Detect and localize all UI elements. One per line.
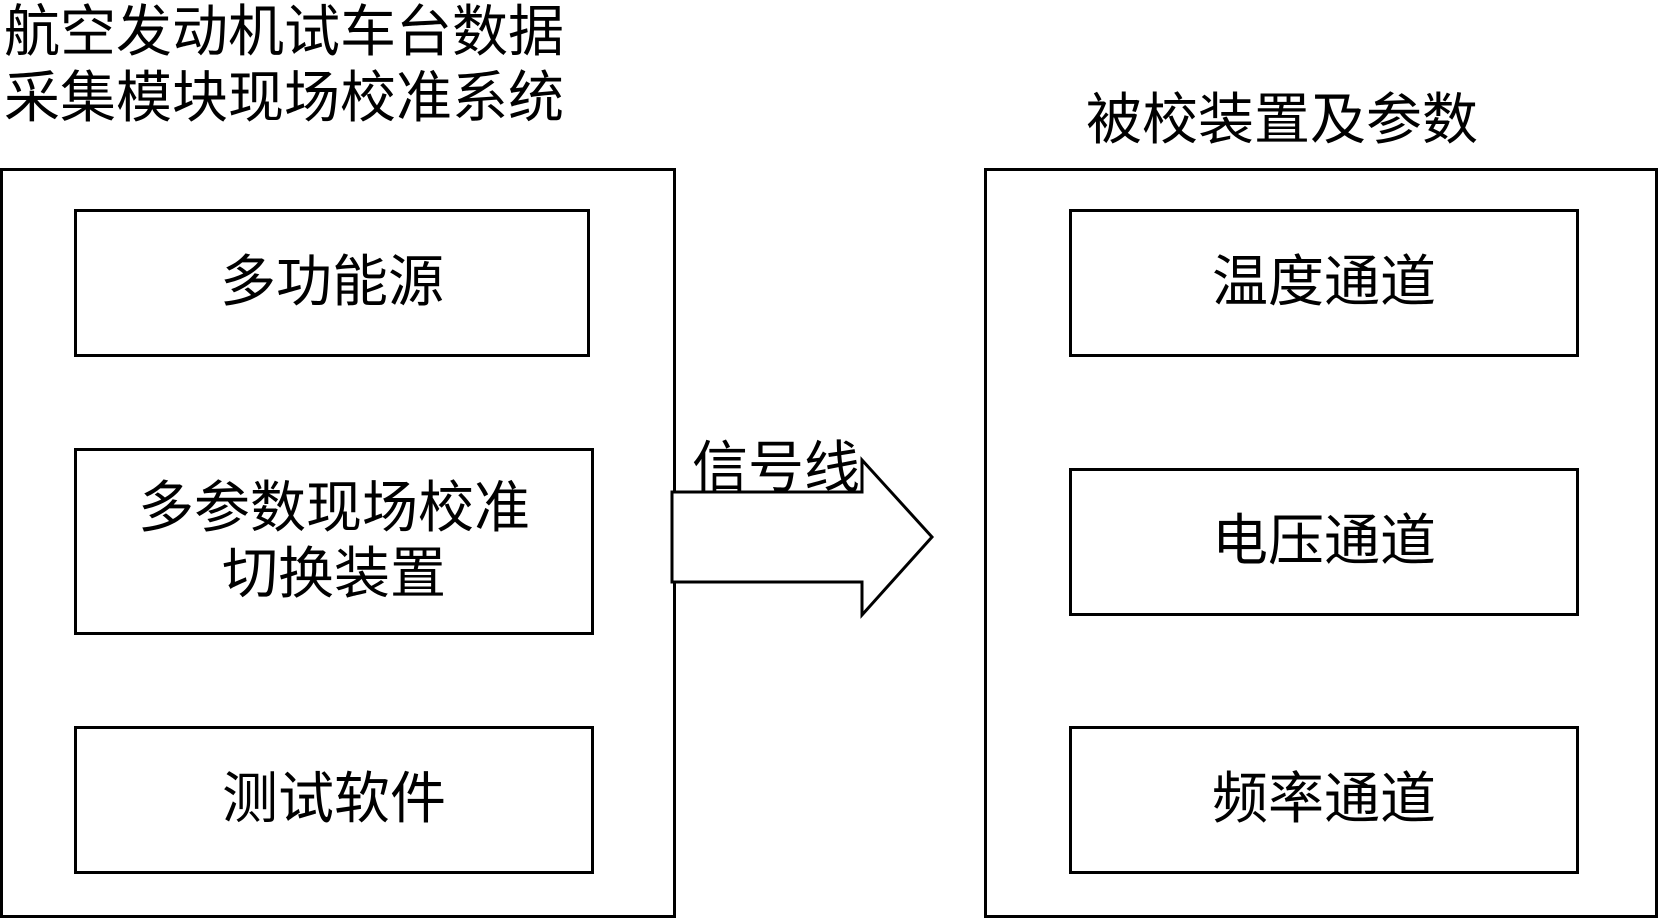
temperature-channel-label: 温度通道 bbox=[1212, 250, 1436, 315]
calibration-system-title-line-1: 航空发动机试车台数据 bbox=[4, 0, 564, 65]
calibration-system-panel: 多功能源 多参数现场校准 切换装置 测试软件 bbox=[0, 168, 676, 918]
multi-function-source-box: 多功能源 bbox=[74, 209, 590, 357]
signal-arrow-shape bbox=[670, 456, 935, 619]
calibrated-device-panel: 温度通道 电压通道 频率通道 bbox=[984, 168, 1658, 918]
switch-device-label-line-2: 切换装置 bbox=[222, 541, 446, 607]
calibration-system-title: 航空发动机试车台数据 采集模块现场校准系统 bbox=[4, 0, 564, 132]
voltage-channel-label: 电压通道 bbox=[1212, 509, 1436, 574]
temperature-channel-box: 温度通道 bbox=[1069, 209, 1579, 357]
calibrated-device-title: 被校装置及参数 bbox=[1086, 88, 1478, 153]
calibration-system-title-line-2: 采集模块现场校准系统 bbox=[4, 66, 564, 131]
signal-line-label: 信号线 bbox=[692, 436, 860, 501]
frequency-channel-label: 频率通道 bbox=[1212, 767, 1436, 832]
switch-device-label-line-1: 多参数现场校准 bbox=[138, 475, 530, 541]
multi-function-source-label: 多功能源 bbox=[220, 250, 444, 315]
switch-device-label: 多参数现场校准 切换装置 bbox=[138, 476, 530, 608]
switch-device-box: 多参数现场校准 切换装置 bbox=[74, 448, 594, 635]
signal-line-arrow bbox=[670, 456, 935, 619]
frequency-channel-box: 频率通道 bbox=[1069, 726, 1579, 874]
test-software-label: 测试软件 bbox=[222, 767, 446, 832]
voltage-channel-box: 电压通道 bbox=[1069, 468, 1579, 616]
test-software-box: 测试软件 bbox=[74, 726, 594, 874]
